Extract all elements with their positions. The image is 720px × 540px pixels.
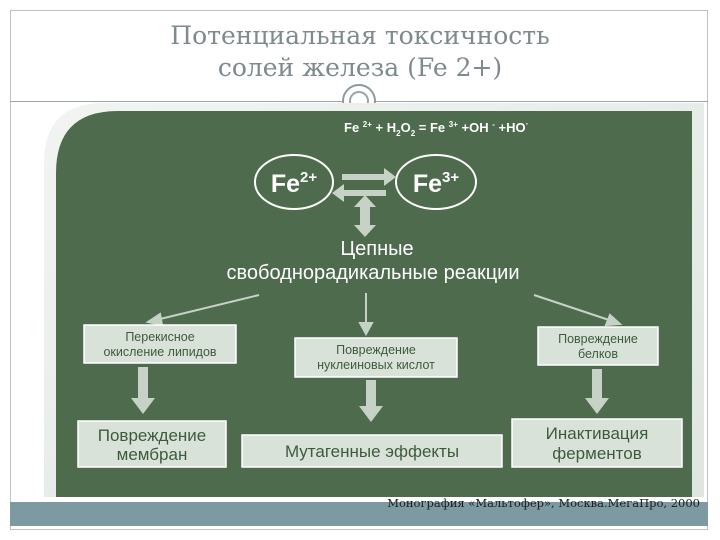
fe2-node (254, 154, 334, 210)
box-lipid-peroxidation (83, 324, 237, 364)
slide-title: Потенциальная токсичность солей железа (… (0, 20, 720, 84)
result-enzyme-inactivation (511, 418, 683, 468)
diagram-panel: Fe 2+ + H2O2 = Fe 3+ +OH - +HO· Fe2+ Fe3… (44, 103, 704, 497)
panel-background (56, 111, 692, 497)
result-mutagenic-effects (241, 434, 503, 468)
result-enzyme-line-1: Инактивация (546, 424, 649, 443)
diagram-canvas: Fe 2+ + H2O2 = Fe 3+ +OH - +HO· Fe2+ Fe3… (44, 103, 704, 497)
box-nucleic-damage (294, 337, 458, 378)
box-lipid-line-1: Перекисное (125, 330, 194, 344)
box-protein-line-2: белков (578, 347, 618, 361)
title-line-2: солей железа (Fe 2+) (217, 53, 503, 82)
chain-reactions-line-2: свободнорадикальные реакции (226, 262, 519, 284)
branch-arrows (145, 293, 623, 337)
reaction-formula: Fe 2+ + H2O2 = Fe 3+ +OH - +HO· (344, 119, 529, 138)
result-mutagenic-label: Мутагенные эффекты (285, 442, 459, 461)
fe3-node (395, 154, 477, 210)
result-membrane-damage (77, 420, 227, 468)
double-arrow-down (354, 195, 376, 237)
equilibrium-arrows (332, 168, 396, 202)
footer-bar (10, 502, 708, 526)
slide-frame (10, 10, 708, 530)
box-nucleic-line-2: нуклеиновых кислот (317, 358, 435, 372)
title-line-1: Потенциальная токсичность (170, 21, 550, 50)
result-membrane-line-2: мембран (117, 445, 188, 464)
box-protein-damage (537, 326, 659, 366)
box-protein-line-1: Повреждение (558, 332, 638, 346)
result-arrows (131, 367, 609, 422)
box-lipid-line-2: окисление липидов (103, 345, 216, 359)
result-membrane-line-1: Повреждение (98, 426, 207, 445)
source-citation: Монография «Мальтофер», Москва.МегаПро, … (387, 496, 700, 510)
fe2-label: Fe2+ (271, 169, 318, 198)
chain-reactions-line-1: Цепные (340, 238, 413, 260)
box-nucleic-line-1: Повреждение (336, 343, 416, 357)
result-enzyme-line-2: ферментов (552, 444, 642, 463)
